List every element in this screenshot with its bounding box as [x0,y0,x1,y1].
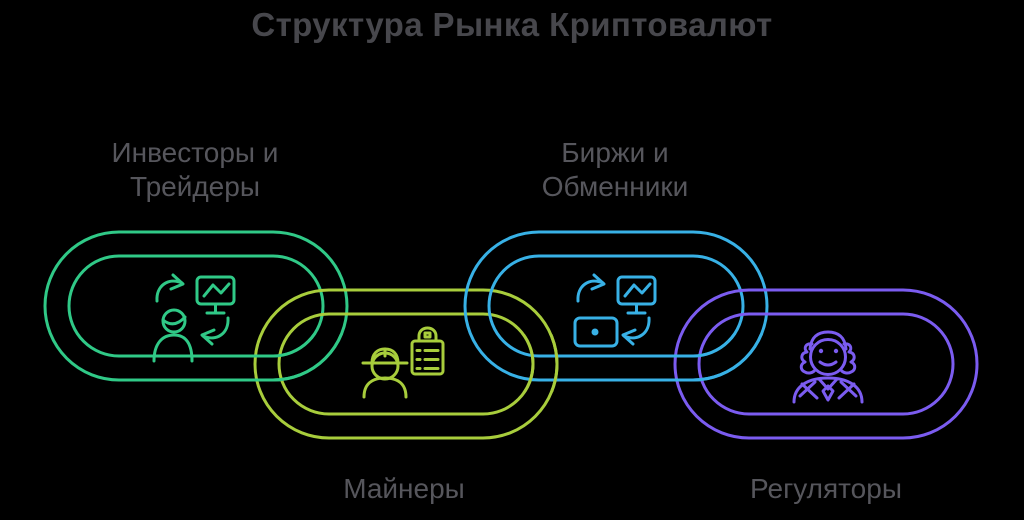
helmet-dome [370,347,400,365]
chain-link-outer [463,230,769,382]
chain-link-regulators [673,288,979,440]
chain-link-inner [487,254,745,358]
judge-icon [792,330,864,404]
swap-arrow-up-icon [155,279,184,303]
weave-miners-over-exchanges [521,334,559,392]
judge-body [792,376,864,404]
monitor-chart-line [202,282,231,298]
person-body [152,333,194,363]
judge-tie [821,384,835,402]
monitor-icon [195,275,236,306]
chain-link-investors [43,230,349,382]
judge-lapel-right [837,380,858,400]
judge-collar [817,377,839,391]
label-exchanges: Биржи и Обменники [541,137,689,202]
chain-link-inner [697,312,955,416]
swap-arrow-up-head [169,273,185,291]
swap-arrow-up-head [590,273,606,291]
person-head-line [161,315,187,326]
monitor-stand [626,302,647,315]
monitor-icon [616,275,657,306]
card-icon [573,316,619,348]
swap-monitor-part [576,273,657,346]
judge-eye-right [833,348,839,354]
label-regulators: Регуляторы [750,473,902,504]
monitor-stand [205,302,226,315]
weave-exchanges-over-regulators [666,334,764,382]
judge-smile [818,360,838,367]
checklist-clip-hole [423,331,432,339]
judge-wig-curl-left [799,342,817,375]
card-dot [591,328,599,336]
swap-arrow-down-head [621,328,637,346]
chain-link-outer [673,288,979,440]
judge-eye-left [818,348,824,354]
monitor-chart-line [623,282,652,298]
swap-arrow-up-icon [576,279,605,303]
chain-link-exchanges [463,230,769,382]
checklist-clip [417,326,438,343]
swap-arrow-down-head [200,328,216,346]
label-investors-traders: Инвесторы и Трейдеры [111,137,279,202]
diagram-title: Структура Рынка Криптовалют [251,6,773,43]
weave-investors-over-miners [246,334,344,382]
label-miners: Майнеры [343,473,465,504]
swap-arrow-down-icon [201,316,230,340]
judge-lapel-left [798,380,819,400]
monitor-card-swap-icon [573,273,657,348]
judge-wig-curl-right [839,342,857,375]
person-trading-swap-icon [152,273,236,363]
miner-checklist-icon [361,326,445,399]
chain-link-outer [43,230,349,382]
chain-link-inner [67,254,325,358]
checklist-board [410,339,445,376]
swap-arrow-down-icon [622,316,651,340]
judge-face [809,338,847,376]
miner-body [362,376,408,399]
judge-wig-top [808,330,848,351]
